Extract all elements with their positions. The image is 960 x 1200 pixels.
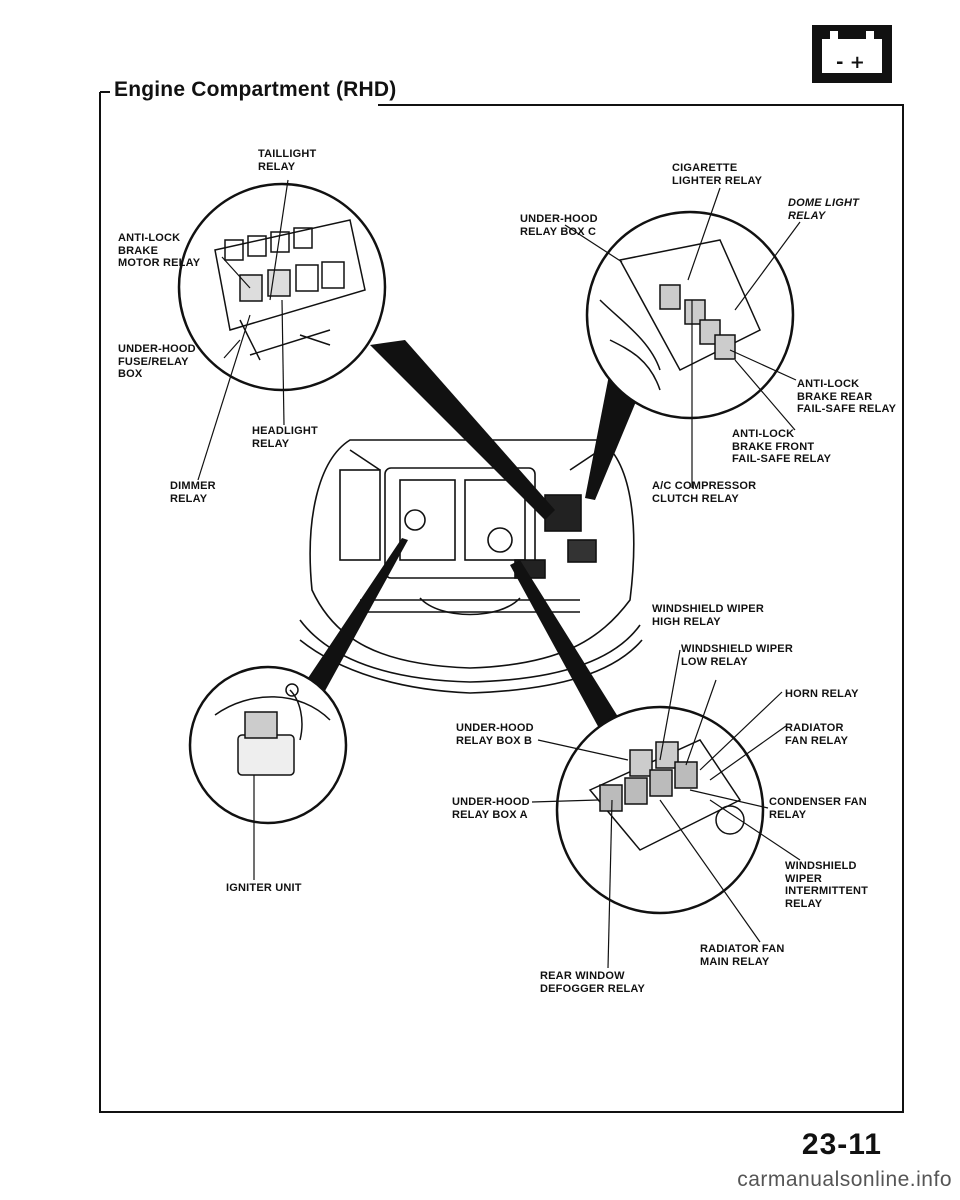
battery-icon: - + xyxy=(812,25,892,83)
page-number: 23-11 xyxy=(801,1128,882,1161)
battery-terminal-positive xyxy=(866,31,874,39)
label-ac-compressor-clutch-relay: A/C COMPRESSOR CLUTCH RELAY xyxy=(652,480,757,505)
label-windshield-wiper-high-relay: WINDSHIELD WIPER HIGH RELAY xyxy=(652,603,764,628)
label-cigarette-lighter-relay: CIGARETTE LIGHTER RELAY xyxy=(672,162,763,187)
label-antilock-brake-motor-relay: ANTI-LOCK BRAKE MOTOR RELAY xyxy=(118,232,201,269)
label-antilock-brake-front-failsafe-relay: ANTI-LOCK BRAKE FRONT FAIL-SAFE RELAY xyxy=(732,428,832,465)
diagram-frame xyxy=(99,92,904,1113)
igniter-illustration xyxy=(214,683,331,776)
label-underhood-fuse-relay-box: UNDER-HOOD FUSE/RELAY BOX xyxy=(118,343,196,380)
label-horn-relay: HORN RELAY xyxy=(785,688,859,700)
label-radiator-fan-relay: RADIATOR FAN RELAY xyxy=(785,722,849,747)
label-antilock-brake-rear-failsafe-relay: ANTI-LOCK BRAKE REAR FAIL-SAFE RELAY xyxy=(797,378,897,415)
relay-box-c-illustration xyxy=(599,239,761,391)
battery-symbol: - + xyxy=(836,52,865,73)
label-condenser-fan-relay: CONDENSER FAN RELAY xyxy=(769,796,867,821)
label-windshield-wiper-low-relay: WINDSHIELD WIPER LOW RELAY xyxy=(681,643,793,668)
label-dimmer-relay: DIMMER RELAY xyxy=(170,480,216,505)
label-taillight-relay: TAILLIGHT RELAY xyxy=(258,148,317,173)
label-igniter-unit: IGNITER UNIT xyxy=(226,882,302,894)
label-windshield-wiper-intermittent-relay: WINDSHIELD WIPER INTERMITTENT RELAY xyxy=(785,860,869,910)
label-headlight-relay: HEADLIGHT RELAY xyxy=(252,425,318,450)
battery-terminal-negative xyxy=(830,31,838,39)
car-engine-illustration xyxy=(299,439,643,694)
label-underhood-relay-box-b: UNDER-HOOD RELAY BOX B xyxy=(456,722,534,747)
detail-circle-relay-boxes-ab xyxy=(555,705,765,915)
leader-lines xyxy=(197,179,801,969)
label-underhood-relay-box-c: UNDER-HOOD RELAY BOX C xyxy=(520,213,598,238)
footer-watermark: carmanualsonline.info xyxy=(737,1168,952,1191)
label-underhood-relay-box-a: UNDER-HOOD RELAY BOX A xyxy=(452,796,530,821)
battery-face: - + xyxy=(822,39,882,73)
label-rear-window-defogger-relay: REAR WINDOW DEFOGGER RELAY xyxy=(540,970,646,995)
page-title: Engine Compartment (RHD) xyxy=(110,78,403,102)
label-dome-light-relay: DOME LIGHT RELAY xyxy=(788,197,860,222)
label-radiator-fan-main-relay: RADIATOR FAN MAIN RELAY xyxy=(700,943,785,968)
pointer-wedges xyxy=(300,340,645,730)
